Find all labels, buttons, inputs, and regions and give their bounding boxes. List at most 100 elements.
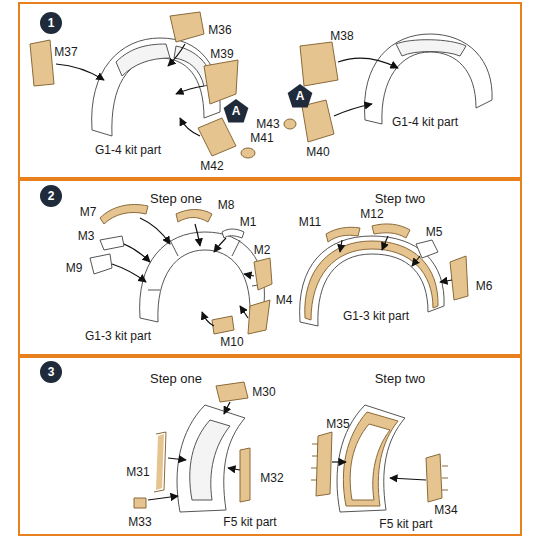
- kit-part-outline: [364, 34, 492, 124]
- part-label: M40: [306, 145, 329, 159]
- placement-arrow: [244, 274, 254, 276]
- mask-part: [300, 42, 338, 86]
- kit-part-label: F5 kit part: [223, 515, 276, 529]
- kit-part-label: G1-4 kit part: [392, 115, 458, 129]
- mask-part: [426, 454, 442, 502]
- kit-part-label: G1-4 kit part: [95, 143, 161, 157]
- mask-part: [204, 60, 238, 104]
- mask-part: [450, 256, 468, 300]
- part-label: M11: [299, 215, 321, 229]
- badge-circle: [40, 185, 62, 207]
- badge-pentagon: [288, 84, 313, 108]
- placement-arrow: [180, 118, 200, 136]
- placement-arrow: [390, 478, 426, 480]
- placement-arrow: [202, 312, 214, 326]
- mask-part: [416, 240, 438, 258]
- placement-arrow: [195, 224, 200, 246]
- kit-part-label: G1-3 kit part: [343, 309, 409, 323]
- placement-arrow: [168, 44, 185, 66]
- badge-text: A: [225, 100, 247, 122]
- mask-part: [156, 434, 164, 490]
- part-label: M33: [128, 515, 151, 529]
- part-label: M34: [434, 503, 457, 517]
- step-heading: Step one: [150, 191, 202, 206]
- mask-part: [222, 229, 244, 238]
- placement-arrow: [240, 306, 248, 318]
- part-label: M3: [78, 229, 95, 243]
- mask-part: [316, 432, 332, 496]
- part-label: M41: [250, 131, 273, 145]
- mask-tick: [442, 466, 448, 490]
- step-number-badge: 1: [40, 12, 62, 34]
- mask-part: [284, 119, 296, 129]
- part-label: M35: [326, 417, 349, 431]
- mask-part: [254, 258, 272, 290]
- placement-arrow: [148, 496, 178, 500]
- part-label: M12: [360, 207, 383, 221]
- placement-arrow: [140, 218, 170, 244]
- part-label: M31: [126, 465, 149, 479]
- mask-part: [154, 432, 166, 492]
- mask-part: [100, 236, 124, 250]
- part-label: M30: [252, 385, 275, 399]
- part-label: M7: [80, 205, 97, 219]
- badge-text: 2: [40, 185, 62, 207]
- mask-part: [198, 118, 236, 156]
- part-label: M2: [254, 243, 271, 257]
- part-label: M38: [330, 29, 353, 43]
- kit-part-window: [396, 40, 466, 56]
- mask-part: [176, 210, 212, 223]
- part-label: M4: [276, 293, 293, 307]
- placement-arrow: [382, 236, 388, 250]
- part-label: M6: [476, 279, 493, 293]
- placement-arrow: [112, 264, 146, 282]
- part-label: M1: [240, 215, 257, 229]
- callout-badge: A: [225, 100, 247, 122]
- step-number-badge: 3: [40, 361, 62, 383]
- part-label: M32: [260, 471, 283, 485]
- placement-arrow: [228, 468, 240, 470]
- kit-part-window: [190, 420, 230, 500]
- kit-part-frame: [148, 240, 264, 290]
- mask-part: [90, 254, 112, 274]
- badge-text: A: [289, 85, 311, 107]
- placement-arrow: [124, 244, 150, 262]
- mask-part: [372, 224, 410, 238]
- kit-part-outline: [177, 405, 245, 512]
- panel-frame: [19, 357, 521, 535]
- kit-part-outline: [300, 236, 444, 326]
- part-label: M9: [66, 261, 83, 275]
- part-label: M39: [210, 47, 233, 61]
- part-label: M36: [208, 23, 231, 37]
- placement-arrow: [338, 58, 398, 68]
- mask-part: [212, 316, 234, 334]
- mask-part: [100, 205, 148, 225]
- badge-text: 1: [40, 12, 62, 34]
- placement-arrow: [340, 240, 342, 252]
- placement-arrow: [168, 458, 186, 460]
- callout-badge: A: [289, 85, 311, 107]
- part-label: M5: [426, 225, 443, 239]
- part-label: M42: [200, 159, 223, 173]
- mask-part: [170, 12, 204, 42]
- part-label: M43: [256, 117, 279, 131]
- step-heading: Step two: [375, 371, 426, 386]
- mask-part: [326, 227, 360, 242]
- mask-part: [241, 148, 255, 158]
- badge-circle: [40, 12, 62, 34]
- placement-arrow: [440, 280, 452, 282]
- part-label: M37: [54, 45, 77, 59]
- step-heading: Step two: [375, 191, 426, 206]
- mask-tick: [311, 444, 318, 480]
- mask-part: [305, 241, 438, 320]
- mask-part: [240, 448, 250, 502]
- panel-frame: [19, 3, 521, 178]
- kit-part-outline: [92, 38, 220, 136]
- placement-arrow: [334, 104, 372, 116]
- placement-arrow: [412, 256, 420, 266]
- mask-part: [30, 40, 54, 86]
- mask-part: [216, 382, 248, 402]
- placement-arrow: [332, 461, 346, 462]
- kit-part-window: [116, 44, 170, 76]
